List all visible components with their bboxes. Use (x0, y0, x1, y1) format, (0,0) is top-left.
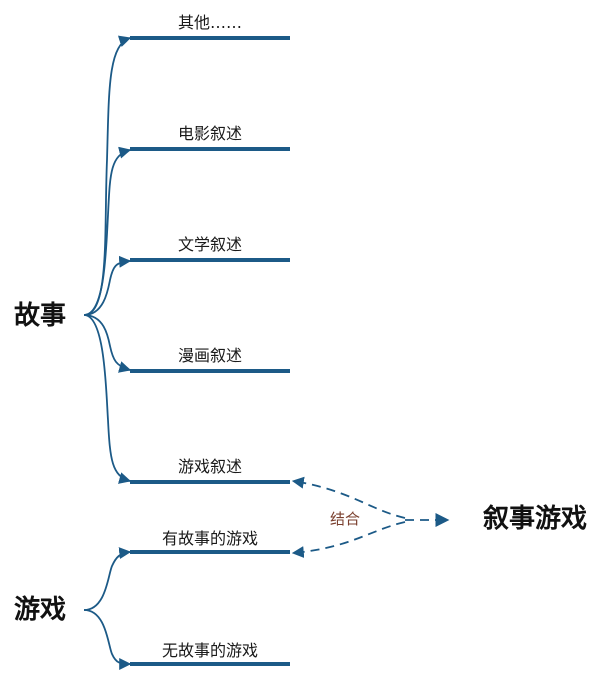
dashed-arrow-to-game-narrative (291, 476, 406, 519)
story-branches (83, 35, 132, 484)
dashed-arrow-to-story-game (291, 521, 406, 559)
label-story-game: 有故事的游戏 (162, 529, 258, 548)
branch-arrow-literature (83, 255, 132, 316)
label-comic: 漫画叙述 (178, 346, 242, 365)
branch-arrow-storyless-game (83, 609, 132, 670)
story-root-label: 故事 (14, 301, 66, 331)
label-game-narrative: 游戏叙述 (178, 457, 242, 476)
label-storyless-game: 无故事的游戏 (162, 641, 258, 660)
branch-arrow-comic (83, 314, 132, 373)
branch-arrow-film (83, 146, 132, 316)
label-literature: 文学叙述 (178, 235, 242, 254)
branch-arrow-story-game (83, 547, 132, 611)
game-root-label: 游戏 (14, 595, 66, 625)
label-film: 电影叙述 (178, 124, 242, 143)
narrative-game-label: 叙事游戏 (483, 504, 587, 534)
game-branches (83, 547, 132, 670)
branch-arrow-other (83, 35, 132, 316)
label-other: 其他…… (178, 13, 242, 32)
combine-label: 结合 (330, 510, 360, 528)
branch-arrow-game-narrative (83, 314, 132, 484)
combine-connectors (291, 476, 450, 559)
